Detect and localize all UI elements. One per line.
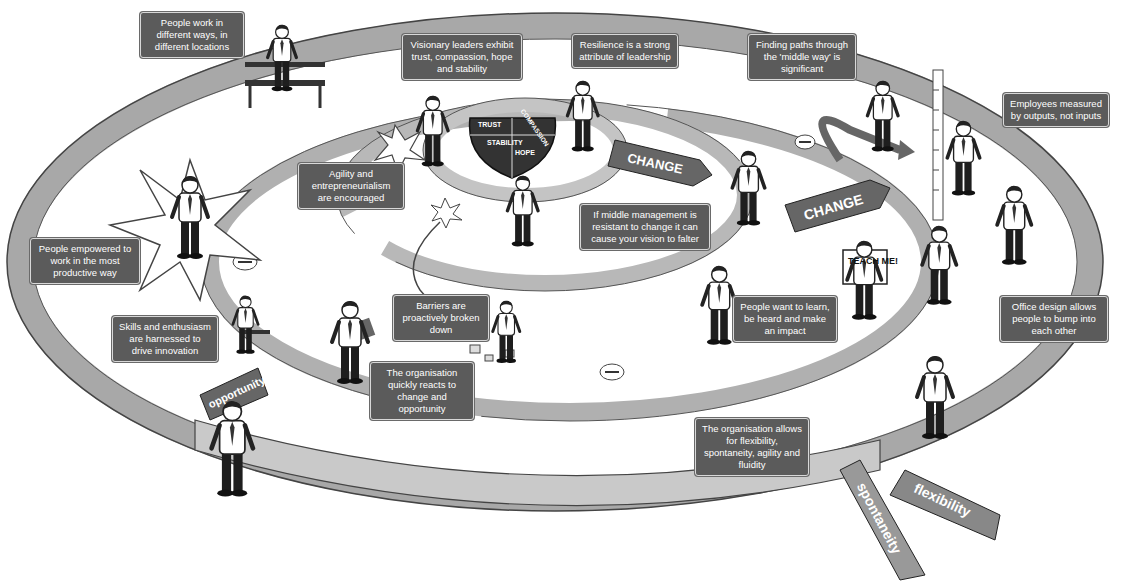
- callout-text: Resilience is a strong attribute of lead…: [579, 39, 671, 63]
- sign-label: TEACH ME!: [848, 256, 898, 266]
- callout-box: Finding paths through the 'middle way' i…: [748, 34, 856, 80]
- callout-text: People empowered to work in the most pro…: [37, 243, 133, 279]
- sign-label: flexibility: [911, 480, 973, 520]
- callout-box: People work in different ways, in differ…: [140, 12, 244, 58]
- sign-label: CHANGE: [802, 191, 865, 223]
- sign-label: TRUST: [478, 121, 501, 128]
- callout-text: Barriers are proactively broken down: [400, 300, 482, 336]
- callout-text: Visionary leaders exhibit trust, compass…: [409, 39, 515, 75]
- sign-label: spontaneity: [854, 480, 905, 557]
- callout-text: People want to learn, be heard and make …: [740, 301, 830, 337]
- callout-text: People work in different ways, in differ…: [147, 17, 237, 53]
- callout-text: The organisation allows for flexibility,…: [702, 423, 802, 471]
- callout-text: The organisation quickly reacts to chang…: [377, 367, 467, 415]
- callout-box: People empowered to work in the most pro…: [30, 238, 140, 284]
- callout-box: Resilience is a strong attribute of lead…: [572, 34, 678, 68]
- callout-text: If middle management is resistant to cha…: [587, 209, 703, 245]
- sign-label: CHANGE: [626, 150, 684, 176]
- callout-text: Finding paths through the 'middle way' i…: [755, 39, 849, 75]
- callout-box: The organisation allows for flexibility,…: [695, 418, 809, 476]
- callout-text: Skills and enthusiasm are harnessed to d…: [119, 321, 211, 357]
- sign-label: HOPE: [515, 149, 535, 156]
- sign-label: COMPASSION: [520, 107, 551, 147]
- callout-text: Agility and entrepreneurialism are encou…: [305, 168, 397, 204]
- callout-text: Employees measured by outputs, not input…: [1010, 98, 1102, 122]
- sign-label: opportunity: [206, 374, 266, 411]
- callout-box: Agility and entrepreneurialism are encou…: [298, 163, 404, 209]
- callout-box: People want to learn, be heard and make …: [733, 296, 837, 342]
- callout-box: If middle management is resistant to cha…: [580, 204, 710, 250]
- callout-text: Office design allows people to bump into…: [1007, 301, 1101, 337]
- callout-box: The organisation quickly reacts to chang…: [370, 362, 474, 420]
- callout-box: Employees measured by outputs, not input…: [1003, 93, 1109, 127]
- callout-box: Skills and enthusiasm are harnessed to d…: [112, 316, 218, 362]
- callout-box: Office design allows people to bump into…: [1000, 296, 1108, 342]
- sign-label: STABILITY: [487, 139, 523, 146]
- callout-box: Barriers are proactively broken down: [393, 295, 489, 341]
- callout-box: Visionary leaders exhibit trust, compass…: [402, 34, 522, 80]
